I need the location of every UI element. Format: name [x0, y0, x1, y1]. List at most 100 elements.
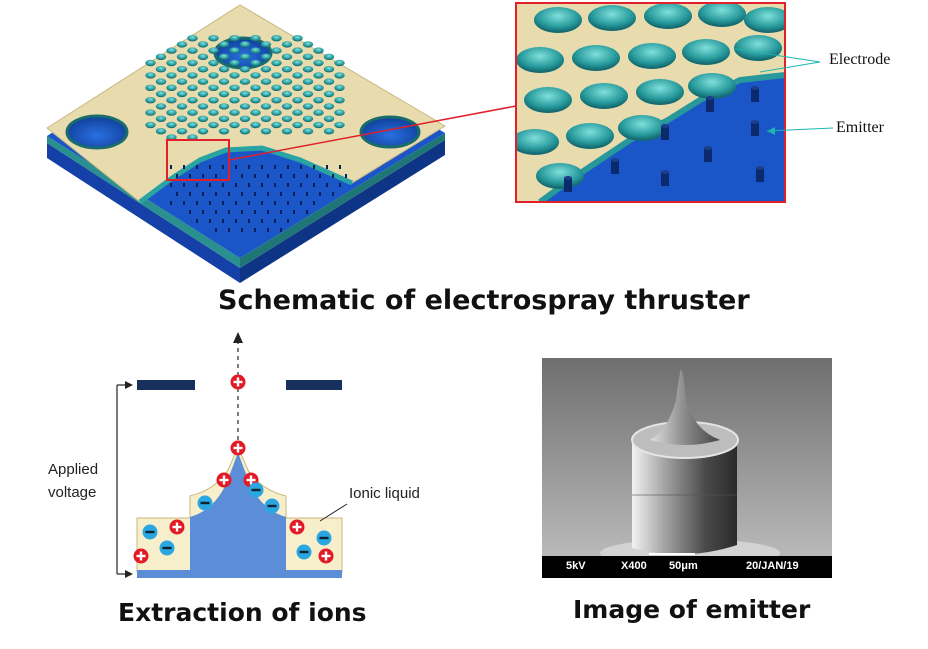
- extraction-hole: [166, 59, 177, 67]
- extraction-hole: [176, 103, 188, 110]
- extraction-hole: [208, 121, 219, 129]
- emitter-needle: [222, 201, 224, 205]
- extraction-hole: [250, 72, 261, 79]
- emitter-needle: [293, 174, 295, 178]
- extraction-hole: [145, 121, 156, 129]
- extraction-hole: [166, 47, 177, 54]
- emitter-needle: [280, 210, 282, 214]
- positive-ion-sign: [295, 522, 299, 532]
- emitter-needle: [261, 219, 263, 223]
- emitter-needle: [170, 183, 172, 187]
- emitter-needle: [196, 201, 198, 205]
- extraction-hole: [271, 109, 282, 116]
- emitter-needle: [209, 219, 211, 223]
- emitter-needle: [319, 174, 321, 178]
- emitter-needle: [241, 174, 243, 178]
- extractor-bar-right: [286, 380, 342, 390]
- extraction-hole: [197, 53, 209, 60]
- emitter-needle: [300, 165, 302, 169]
- emitter-needle: [222, 219, 224, 223]
- extraction-hole: [208, 97, 219, 104]
- zoom-hole: [524, 87, 572, 113]
- extraction-hole: [334, 121, 345, 129]
- thruster-schematic-caption: Schematic of electrospray thruster: [218, 285, 750, 316]
- emitter-needle: [332, 174, 334, 178]
- emitter-needle: [326, 165, 328, 169]
- extractor-bar-left: [137, 380, 195, 390]
- extraction-hole: [281, 41, 293, 48]
- extraction-hole: [313, 84, 324, 92]
- extraction-hole: [250, 35, 261, 42]
- extraction-hole: [197, 115, 209, 123]
- emitter-needle: [267, 192, 269, 196]
- emitter-needle: [235, 183, 237, 187]
- emitter-needle: [176, 192, 178, 196]
- extraction-hole: [218, 41, 230, 48]
- emitter-label: Emitter: [836, 119, 884, 136]
- emitter-needle: [235, 201, 237, 205]
- emitter-needle: [274, 219, 276, 223]
- zoom-hole: [572, 45, 620, 71]
- chip-side-right: [240, 140, 445, 283]
- applied-voltage-label-line1: Applied: [48, 461, 99, 478]
- extraction-hole: [260, 103, 272, 110]
- zoom-hole: [744, 7, 785, 33]
- extraction-hole: [187, 97, 198, 104]
- emitter-needle: [189, 210, 191, 214]
- extraction-hole: [218, 115, 230, 123]
- zoom-hole: [580, 83, 628, 109]
- extraction-hole: [323, 115, 335, 123]
- zoom-emitter: [751, 122, 759, 136]
- extraction-hole: [218, 78, 230, 85]
- negative-ion-sign: [319, 536, 329, 540]
- extraction-hole: [302, 115, 314, 123]
- extraction-hole: [292, 35, 303, 42]
- zoom-hole: [536, 163, 584, 189]
- extraction-hole: [302, 128, 314, 135]
- extraction-hole: [250, 121, 261, 129]
- emitter-needle: [306, 192, 308, 196]
- emitter-needle: [176, 174, 178, 178]
- emitter-needle: [202, 174, 204, 178]
- extraction-hole: [281, 66, 293, 73]
- extraction-hole: [271, 59, 282, 67]
- extraction-hole: [229, 97, 240, 104]
- emitter-needle: [332, 192, 334, 196]
- extraction-hole: [187, 47, 198, 54]
- extraction-hole: [323, 53, 335, 60]
- emitter-substrate: [137, 570, 342, 578]
- emitter-needle-array: [170, 165, 347, 232]
- zoom-emitter-top: [661, 170, 669, 174]
- sem-date: 20/JAN/19: [746, 560, 799, 572]
- extraction-hole: [145, 97, 156, 104]
- applied-voltage-label-line2: voltage: [48, 484, 97, 501]
- extraction-hole: [271, 35, 282, 42]
- sem-tip: [650, 369, 720, 445]
- emitter-needle: [209, 183, 211, 187]
- extraction-hole: [281, 90, 293, 98]
- extraction-hole: [187, 84, 198, 92]
- zoom-hole: [566, 123, 614, 149]
- emitter-needle: [228, 192, 230, 196]
- extraction-hole: [208, 84, 219, 92]
- extraction-hole: [334, 97, 345, 104]
- zoom-emitter-top: [704, 146, 712, 150]
- emitter-needle: [319, 192, 321, 196]
- extraction-hole: [155, 103, 167, 110]
- emitter-needle: [215, 192, 217, 196]
- emitter-needle: [280, 174, 282, 178]
- emitter-needle: [248, 183, 250, 187]
- extraction-hole: [323, 66, 335, 73]
- extraction-hole: [260, 66, 272, 73]
- extraction-hole: [281, 78, 293, 85]
- extraction-hole: [145, 72, 156, 79]
- extraction-hole: [145, 84, 156, 92]
- extraction-hole: [176, 53, 188, 60]
- emitter-needle: [287, 165, 289, 169]
- emitter-needle: [313, 165, 315, 169]
- extraction-hole: [229, 47, 240, 54]
- emitter-needle: [196, 165, 198, 169]
- extraction-hole: [187, 121, 198, 129]
- extraction-hole: [197, 78, 209, 85]
- emitter-needle: [170, 201, 172, 205]
